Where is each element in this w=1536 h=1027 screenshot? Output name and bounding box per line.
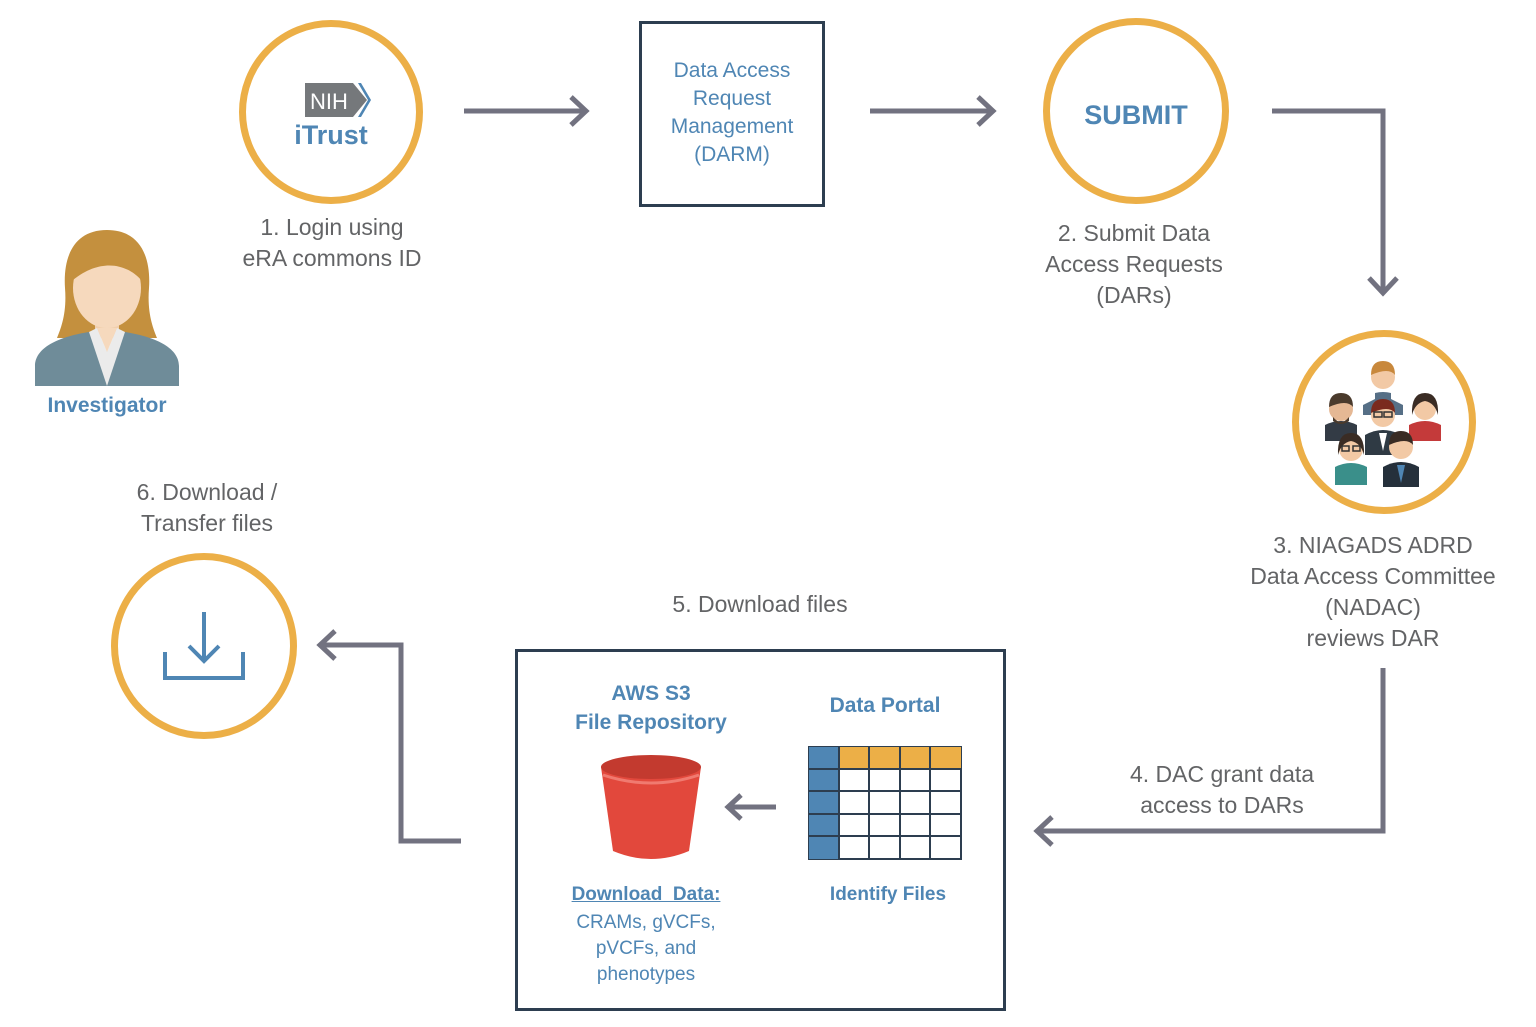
data-portal-table-icon [808, 746, 962, 860]
arrow-portal-to-bucket [724, 793, 776, 821]
download-icon [163, 612, 245, 680]
itrust-logo-text: iTrust [294, 120, 368, 150]
arrow-darm-to-submit [870, 95, 997, 127]
data-portal-title: Data Portal [829, 694, 941, 717]
investigator-avatar-icon [35, 230, 179, 386]
itrust-login-circle: NIH iTrust [239, 20, 423, 204]
darm-label: Data Access Request Management (DARM) [670, 59, 794, 166]
investigator-label: Investigator [47, 394, 167, 417]
repository-box: AWS S3 File Repository Download Data: CR… [515, 649, 1006, 1011]
step-6-label: 6. Download / Transfer files [136, 479, 278, 536]
nih-logo-text: NIH [310, 89, 348, 114]
step-3-label: 3. NIAGADS ADRD Data Access Committee (N… [1250, 532, 1496, 651]
committee-member-front-right [1383, 431, 1419, 487]
arrow-submit-to-nadac [1272, 108, 1399, 297]
submit-label: SUBMIT [1084, 100, 1188, 130]
submit-circle: SUBMIT [1043, 18, 1229, 204]
s3-title: AWS S3 File Repository [575, 682, 727, 734]
step-5-label: 5. Download files [672, 591, 848, 617]
arrow-repository-to-download [316, 629, 461, 844]
s3-bucket-icon [601, 755, 701, 859]
committee-member-front-left [1335, 433, 1367, 485]
arrow-login-to-darm [464, 95, 590, 127]
darm-box: Data Access Request Management (DARM) [639, 21, 825, 207]
arrow-nadac-to-repository [1033, 668, 1386, 847]
download-data-heading[interactable]: Download Data: [571, 884, 721, 905]
nih-logo-icon: NIH [305, 83, 371, 117]
download-data-items: CRAMs, gVCFs, pVCFs, and phenotypes [576, 912, 716, 985]
identify-files-label: Identify Files [829, 884, 947, 905]
step-1-label: 1. Login using eRA commons ID [242, 214, 422, 271]
step-4-label: 4. DAC grant data access to DARs [1129, 761, 1315, 818]
committee-group-icon [1325, 361, 1441, 487]
download-circle [111, 553, 297, 739]
nadac-committee-circle [1292, 330, 1476, 514]
committee-member-back-right [1409, 393, 1441, 441]
step-2-label: 2. Submit Data Access Requests (DARs) [1045, 220, 1223, 308]
